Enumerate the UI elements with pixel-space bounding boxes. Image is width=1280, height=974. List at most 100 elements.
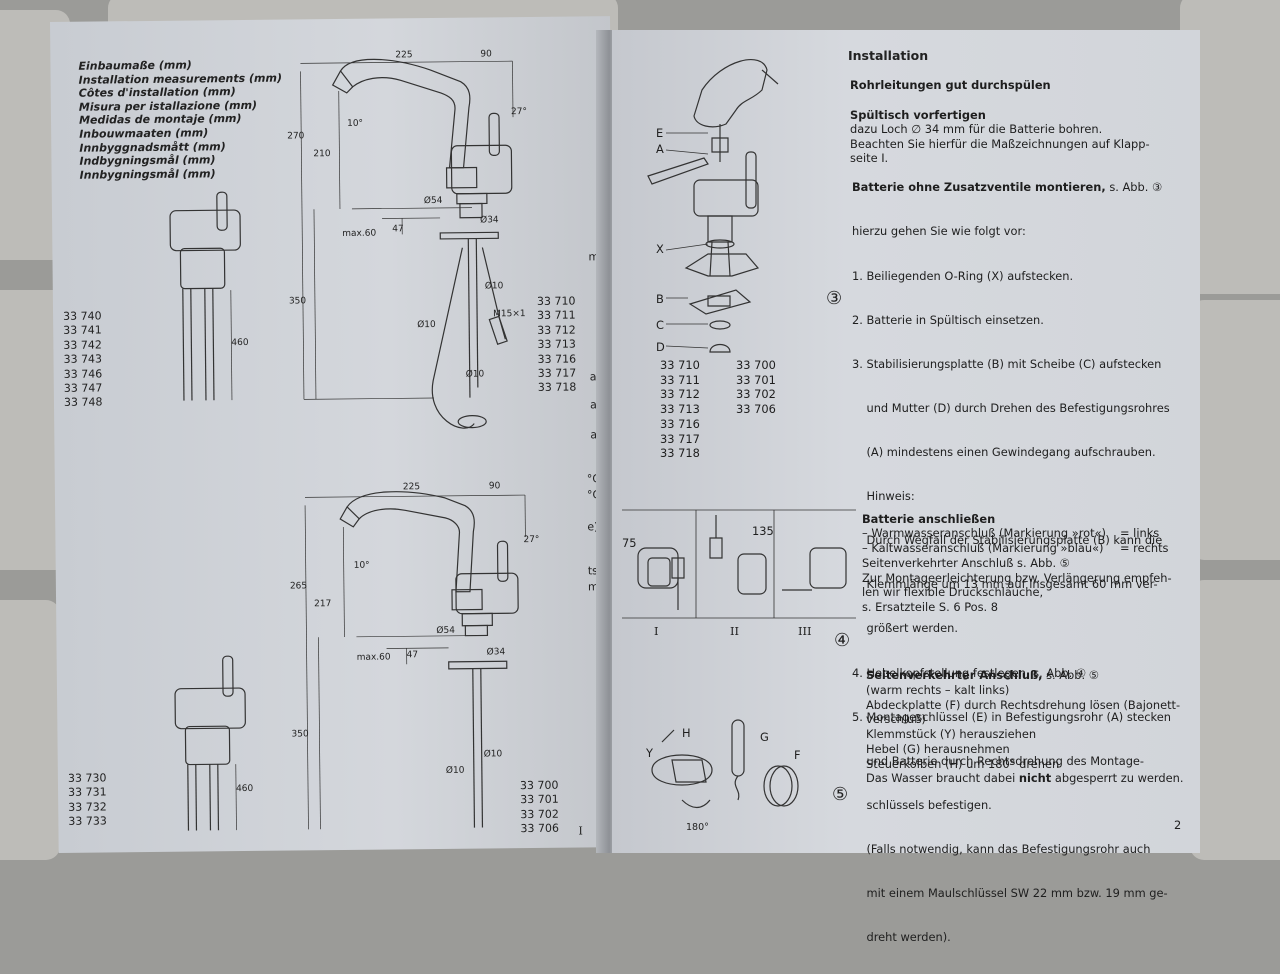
dimension-label: 27° — [511, 105, 527, 120]
model-number: 33 716 — [537, 352, 576, 367]
paragraph: dazu Loch ∅ 34 mm für die Batterie bohre… — [850, 122, 1150, 166]
model-number: 33 742 — [63, 338, 102, 353]
text-line: Klemmstück (Y) herausziehen — [866, 727, 1183, 742]
part-label: H — [682, 726, 691, 741]
model-number: 33 748 — [64, 396, 103, 411]
text-line: Seitenverkehrter Anschluß s. Abb. ⑤ — [862, 556, 1172, 571]
model-number: 33 716 — [660, 417, 700, 432]
text-line: Hinweis: — [852, 489, 1171, 504]
model-number: 33 700 — [520, 779, 559, 794]
model-number: 33 718 — [660, 446, 700, 461]
dimension-label: 10° — [354, 559, 370, 574]
dimension-label: 90 — [480, 47, 492, 62]
model-number: 33 732 — [68, 800, 107, 815]
background-tile — [1190, 580, 1280, 860]
page-heading: Installation — [848, 48, 928, 63]
dimension-label: Ø10 — [446, 764, 465, 779]
part-label: E — [656, 126, 663, 141]
text-line: 2. Batterie in Spültisch einsetzen. — [852, 313, 1171, 328]
model-number: 33 717 — [538, 367, 577, 382]
connection-label: – Warmwasseranschluß (Markierung »rot«) — [862, 526, 1106, 540]
roman-label: II — [730, 624, 739, 639]
text-line: Das Wasser braucht dabei nicht abgesperr… — [866, 771, 1183, 786]
dimension-label: 350 — [291, 727, 308, 742]
part-label: F — [794, 748, 801, 763]
background-tile — [1190, 300, 1280, 560]
text-line: Zur Montageerleichterung bzw. Verlängeru… — [862, 571, 1172, 586]
dimension-label: max.60 — [357, 650, 391, 665]
text-line: und Mutter (D) durch Drehen des Befestig… — [852, 401, 1171, 416]
text-line: (Falls notwendig, kann das Befestigungsr… — [852, 842, 1171, 857]
part-label: Y — [646, 746, 653, 761]
model-number: 33 746 — [64, 367, 103, 382]
model-number: 33 711 — [660, 373, 700, 388]
text-line: schlüssels befestigen. — [852, 798, 1171, 813]
part-label: G — [760, 730, 769, 745]
text-line: Hebel (G) herausnehmen — [866, 742, 1183, 757]
dimension-label: Ø10 — [466, 367, 485, 382]
paragraph: (warm rechts – kalt links) Abdeckplatte … — [866, 683, 1183, 786]
dimension-label: 135 — [752, 524, 774, 539]
model-list: 33 730 33 731 33 732 33 733 — [68, 771, 107, 829]
dimension-label: Ø54 — [436, 624, 455, 639]
text-line: Abdeckplatte (F) durch Rechtsdrehung lös… — [866, 698, 1183, 713]
text-line: (A) mindestens einen Gewindegang aufschr… — [852, 445, 1171, 460]
roman-label: I — [654, 624, 659, 639]
text-line: hierzu gehen Sie wie folgt vor: — [852, 224, 1171, 239]
figure-number: ④ — [834, 630, 850, 651]
model-number: 33 701 — [520, 793, 559, 808]
text-line: seite I. — [850, 151, 1150, 166]
model-number: 33 747 — [64, 382, 103, 397]
dimension-label: 47 — [392, 222, 404, 237]
dimension-label: Ø10 — [484, 747, 503, 762]
model-number: 33 731 — [68, 786, 107, 801]
figure-number: ⑤ — [832, 784, 848, 805]
model-number: 33 712 — [537, 323, 576, 338]
section-heading: Batterie anschließen — [862, 512, 995, 527]
connection-value: = rechts — [1120, 541, 1169, 556]
text-span: abgesperrt zu werden. — [1051, 771, 1183, 785]
dimension-label: Ø10 — [485, 279, 504, 294]
page-number: 2 — [1174, 818, 1181, 833]
text-line: len wir flexible Druckschläuche, — [862, 585, 1172, 600]
dimension-label: 210 — [313, 147, 330, 162]
left-page: Einbaumaße (mm) Installation measurement… — [50, 16, 619, 853]
dimension-label: 27° — [523, 533, 539, 548]
model-number: 33 702 — [520, 808, 559, 823]
angle-label: 180° — [686, 822, 709, 833]
dimension-label: 270 — [287, 129, 304, 144]
dimension-label: 460 — [236, 782, 253, 797]
part-label: D — [656, 340, 665, 355]
roman-label: III — [798, 624, 812, 639]
right-page: E A X B C D ③ 33 710 33 711 33 712 33 71… — [612, 30, 1200, 853]
dimension-label: M15×1 — [493, 307, 526, 322]
model-number: 33 700 — [736, 358, 776, 373]
connection-label: – Kaltwasseranschluß (Markierung »blau«) — [862, 541, 1104, 555]
model-list: 33 710 33 711 33 712 33 713 33 716 33 71… — [660, 358, 700, 461]
emphasis-text: nicht — [1019, 771, 1051, 785]
model-list: 33 710 33 711 33 712 33 713 33 716 33 71… — [537, 295, 577, 396]
heading-text: Seitenverkehrter Anschluß, — [866, 668, 1042, 682]
dimension-label: Ø34 — [487, 645, 506, 660]
part-label: B — [656, 292, 664, 307]
model-number: 33 741 — [63, 324, 102, 339]
text-line: (warm rechts – kalt links) — [866, 683, 1183, 698]
dimension-label: 225 — [403, 480, 420, 495]
dimension-label: 225 — [395, 48, 412, 63]
model-number: 33 702 — [736, 387, 776, 402]
dimension-label: 350 — [289, 294, 306, 309]
faucet-technical-drawing — [50, 16, 619, 853]
model-number: 33 713 — [537, 338, 576, 353]
model-number: 33 710 — [660, 358, 700, 373]
section-heading: Batterie ohne Zusatzventile montieren, s… — [852, 180, 1162, 195]
page-mark: I — [578, 824, 583, 838]
dimension-label: 265 — [290, 579, 307, 594]
text-line: s. Ersatzteile S. 6 Pos. 8 — [862, 600, 1172, 615]
text-line: Steuerkolben (H) um 180° drehen — [866, 757, 1183, 772]
dimension-label: 47 — [407, 648, 419, 663]
text-line: größert werden. — [852, 621, 1171, 636]
dimension-label: 10° — [347, 117, 363, 132]
text-line: Beachten Sie hierfür die Maßzeichnungen … — [850, 137, 1150, 152]
dimension-label: 217 — [314, 597, 331, 612]
figure-reference: s. Abb. ⑤ — [1042, 668, 1099, 682]
